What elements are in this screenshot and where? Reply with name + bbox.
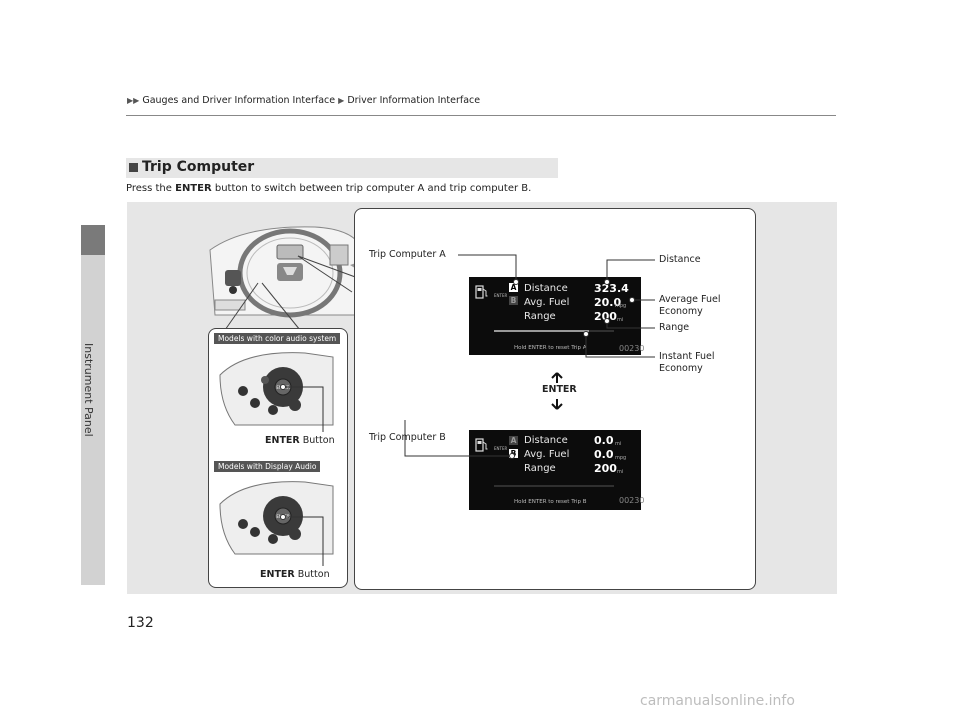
- reset-hint: Hold ENTER to reset Trip B: [514, 499, 587, 505]
- breadcrumb-link-gauges[interactable]: Gauges and Driver Information Interface: [142, 95, 336, 106]
- row-label-distance: Distance: [524, 283, 568, 294]
- badge-a-inactive: A: [509, 436, 518, 445]
- section-heading: Trip Computer: [126, 158, 558, 178]
- intro-text: Press the ENTER button to switch between…: [126, 183, 531, 194]
- watermark: carmanualsonline.info: [640, 693, 795, 709]
- steering-controls-illustration-1: ENTER: [219, 352, 334, 426]
- callout-trip-computer-a: Trip Computer A: [369, 249, 446, 260]
- up-arrow-icon: [551, 372, 563, 383]
- section-title: Trip Computer: [142, 159, 255, 175]
- unit-range: mi: [617, 469, 624, 475]
- badge-a-active: A: [509, 283, 518, 292]
- enter-button-label-2: ENTER Button: [260, 569, 330, 581]
- screen-code: 00230: [619, 496, 645, 505]
- sidebar-bar: [81, 255, 105, 585]
- intro-button-name: ENTER: [175, 183, 212, 194]
- value-range: 200: [594, 310, 617, 323]
- sidebar-tab: [81, 225, 105, 255]
- dashboard-illustration: [209, 226, 365, 318]
- callout-trip-computer-b: Trip Computer B: [369, 432, 446, 443]
- unit-avg-fuel: mpg: [615, 455, 627, 461]
- unit-distance: mi: [615, 441, 622, 447]
- trip-computer-display-box: [354, 208, 756, 590]
- value-avg-fuel: 0.0: [594, 448, 614, 461]
- intro-after: button to switch between trip computer A…: [214, 183, 532, 194]
- row-label-avg-fuel: Avg. Fuel: [524, 449, 570, 460]
- header-divider: [126, 115, 836, 116]
- fuel-pump-icon: [475, 438, 488, 452]
- intro-before: Press the: [126, 183, 172, 194]
- value-distance: 0.0: [594, 434, 614, 447]
- callout-instant-fuel-line1: Instant Fuel: [659, 351, 715, 362]
- enter-toggle-label: ENTER: [542, 384, 577, 395]
- row-label-range: Range: [524, 463, 556, 474]
- enter-button-rest-1: Button: [302, 435, 335, 446]
- callout-instant-fuel-line2: Economy: [659, 363, 703, 374]
- enter-button-bold-2: ENTER: [260, 569, 295, 580]
- callout-average-fuel-line2: Economy: [659, 306, 703, 317]
- page-number: 132: [127, 615, 154, 631]
- instant-fuel-bar: [494, 485, 614, 487]
- value-distance: 323.4: [594, 282, 629, 295]
- enter-button-label-1: ENTER Button: [265, 435, 335, 447]
- row-label-distance: Distance: [524, 435, 568, 446]
- fuel-pump-icon: [475, 285, 488, 299]
- callout-range: Range: [659, 322, 690, 333]
- screen-code: 00230: [619, 344, 645, 353]
- instant-fuel-bar: [494, 330, 614, 332]
- callout-instant-fuel: Instant Fuel Economy: [659, 351, 715, 375]
- row-label-avg-fuel: Avg. Fuel: [524, 297, 570, 308]
- value-avg-fuel: 20.0: [594, 296, 622, 309]
- enter-icon: ENTER: [494, 446, 508, 451]
- callout-average-fuel: Average Fuel Economy: [659, 294, 720, 318]
- breadcrumb-arrow-icon: ▶▶: [127, 96, 140, 105]
- unit-range: mi: [617, 317, 624, 323]
- down-arrow-icon: [551, 399, 563, 410]
- callout-distance: Distance: [659, 254, 701, 265]
- model-tag-display-audio: Models with Display Audio: [214, 461, 321, 472]
- trip-screen-a: ENTER A B Distance Avg. Fuel Range 323.4…: [469, 277, 645, 355]
- value-range: 200: [594, 462, 617, 475]
- square-bullet-icon: [129, 163, 138, 172]
- callout-average-fuel-line1: Average Fuel: [659, 294, 721, 305]
- enter-button-bold-1: ENTER: [265, 435, 300, 446]
- trip-screen-b: ENTER A B Distance Avg. Fuel Range 0.0 m…: [469, 430, 645, 510]
- breadcrumb-arrow-icon: ▶: [338, 96, 345, 105]
- enter-icon: ENTER: [494, 293, 508, 298]
- badge-b-inactive: B: [509, 296, 518, 305]
- breadcrumb-link-dii[interactable]: Driver Information Interface: [347, 95, 481, 106]
- reset-hint: Hold ENTER to reset Trip A: [514, 345, 587, 351]
- breadcrumb: ▶▶ Gauges and Driver Information Interfa…: [127, 95, 480, 106]
- unit-avg-fuel: mpg: [615, 303, 627, 309]
- steering-controls-illustration-2: ENTER: [219, 481, 334, 555]
- enter-button-rest-2: Button: [297, 569, 330, 580]
- model-tag-color-audio: Models with color audio system: [214, 333, 341, 344]
- row-label-range: Range: [524, 311, 556, 322]
